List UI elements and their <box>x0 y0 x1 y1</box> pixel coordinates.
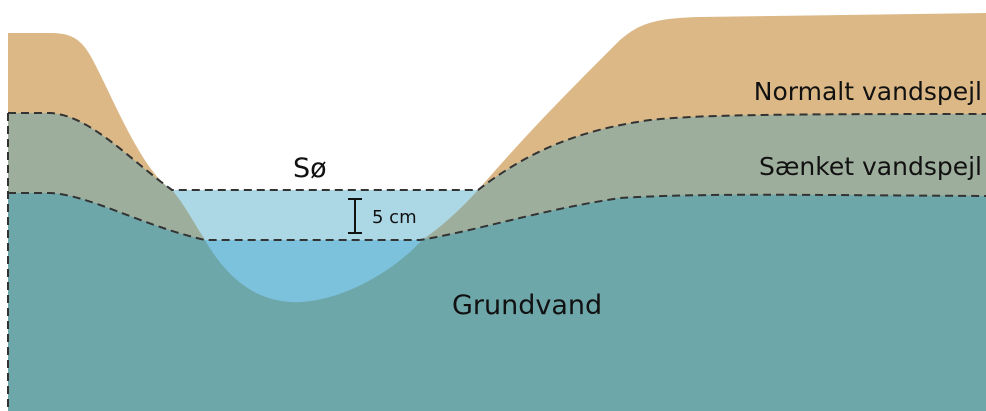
lowered-level-label: Sænket vandspejl <box>759 152 982 181</box>
lake-lower-water <box>205 240 422 303</box>
drop-amount-label: 5 cm <box>372 207 417 228</box>
normal-level-label: Normalt vandspejl <box>754 77 982 106</box>
normal-water-table-line <box>8 112 986 191</box>
lowered-water-table-line <box>8 192 986 241</box>
groundwater-label: Grundvand <box>452 290 602 321</box>
lake-label: Sø <box>293 153 327 184</box>
lake-upper-water <box>172 190 478 240</box>
drop-measurement-bracket <box>348 198 362 234</box>
